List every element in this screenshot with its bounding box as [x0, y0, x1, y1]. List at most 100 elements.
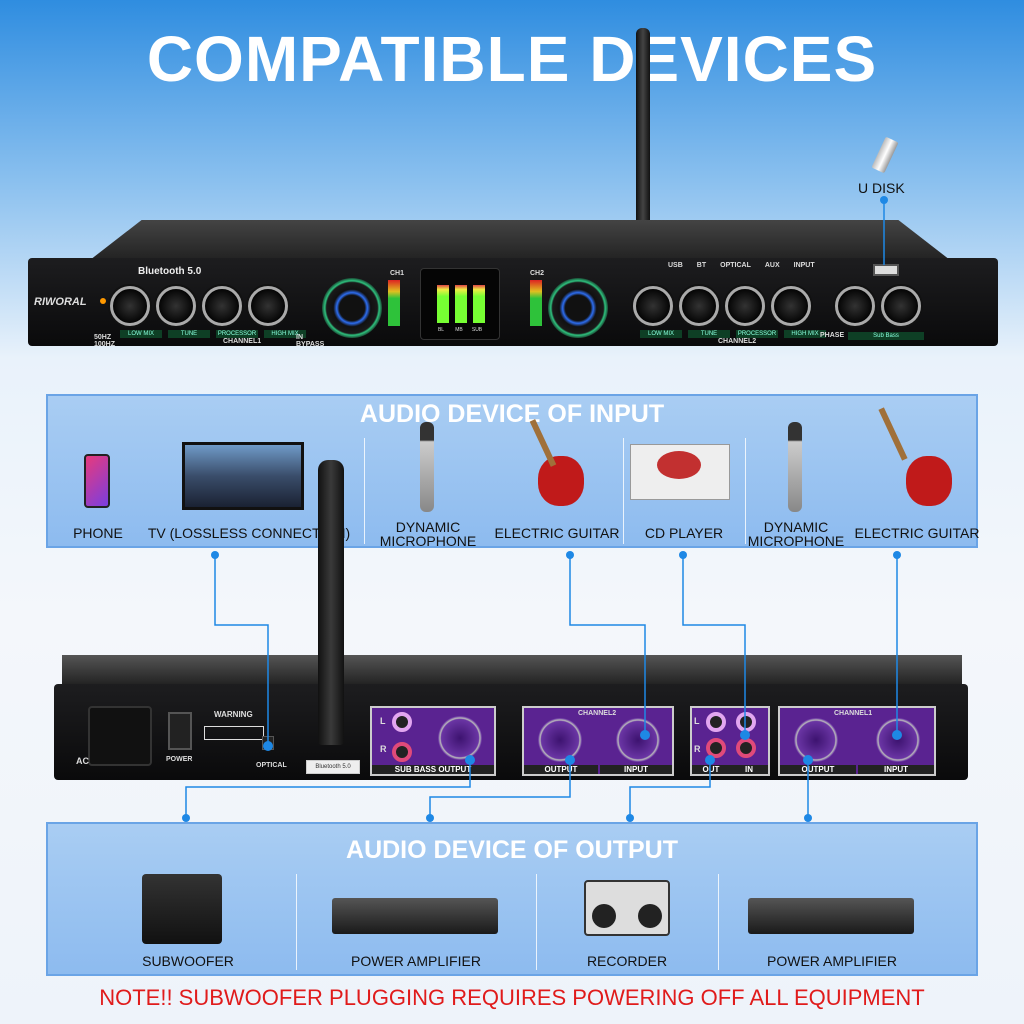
rca-l-port[interactable]: [392, 712, 412, 732]
freq-label: 50HZ 100HZ: [94, 334, 116, 348]
input-button[interactable]: INPUT: [793, 262, 815, 269]
l-label: L: [380, 716, 386, 726]
knob-tune[interactable]: [156, 286, 196, 326]
front-panel: RIWORAL Bluetooth 5.0 LOW MIX TUNE PROCE…: [28, 258, 998, 348]
aux-out-l[interactable]: [706, 712, 726, 732]
power-switch[interactable]: [168, 712, 192, 750]
cd-player-icon: [630, 444, 730, 500]
device-recorder: RECORDER: [586, 953, 668, 969]
sub-bass-output-label: SUB BASS OUTPUT: [372, 765, 494, 774]
input-optical[interactable]: OPTICAL: [720, 262, 751, 269]
power-amplifier-icon: [332, 898, 498, 934]
guitar-icon: [538, 456, 584, 506]
channel2-label: CHANNEL2: [718, 338, 757, 345]
meter-display: BL MB SUB: [420, 268, 500, 340]
input-usb[interactable]: USB: [668, 262, 683, 269]
out-label: OUT: [692, 765, 730, 774]
bypass-label: IN BYPASS: [296, 334, 325, 348]
echo-knob[interactable]: [548, 278, 608, 338]
channel2-panel: CHANNEL2 OUTPUT INPUT: [522, 706, 674, 776]
device-top: [90, 220, 950, 260]
ch2-label: CH2: [530, 270, 545, 277]
label-ch2-processor: PROCESSOR: [736, 330, 778, 338]
antenna: [636, 28, 650, 228]
knob-ch2-processor[interactable]: [725, 286, 765, 326]
meter-sub: SUB: [471, 327, 483, 333]
subbass-label: Sub Bass: [848, 332, 924, 340]
power-amplifier-icon-2: [748, 898, 914, 934]
page-title: COMPATIBLE DEVICES: [146, 23, 878, 95]
output-devices-panel: AUDIO DEVICE OF OUTPUT SUBWOOFER POWER A…: [46, 822, 978, 976]
udisk-label: U DISK: [858, 180, 905, 196]
knob-ch2-high-mix[interactable]: [771, 286, 811, 326]
ch2-input-label: INPUT: [600, 765, 672, 774]
label-processor: PROCESSOR: [216, 330, 258, 338]
line-amp1: [429, 760, 571, 818]
device-top-back: [62, 655, 962, 685]
input-devices-panel: AUDIO DEVICE OF INPUT PHONE TV (LOSSLESS…: [46, 394, 979, 549]
ch2-output-xlr[interactable]: [538, 718, 582, 762]
aux-rca-panel: L R OUT IN: [690, 706, 770, 776]
channel2-back-label: CHANNEL2: [578, 710, 617, 717]
aux-l-label: L: [694, 716, 700, 726]
knob-ch2-low-mix[interactable]: [633, 286, 673, 326]
line-recorder: [629, 760, 711, 818]
rca-r-port[interactable]: [392, 742, 412, 762]
sub-xlr-port[interactable]: [438, 716, 482, 760]
ch2-output-label: OUTPUT: [524, 765, 598, 774]
ac-power-socket[interactable]: [88, 706, 152, 766]
microphone-icon-2: [788, 422, 802, 512]
input-aux[interactable]: AUX: [764, 262, 780, 269]
brand-logo: RIWORAL: [34, 296, 87, 308]
aux-r-label: R: [694, 744, 701, 754]
antenna-back: [318, 460, 344, 745]
ch1-input-xlr[interactable]: [876, 718, 920, 762]
knob-sub-bass[interactable]: [881, 286, 921, 326]
warning-note: NOTE!! SUBWOOFER PLUGGING REQUIRES POWER…: [99, 985, 925, 1010]
knob-processor[interactable]: [202, 286, 242, 326]
label-ch2-tune: TUNE: [688, 330, 730, 338]
usb-port[interactable]: [873, 264, 899, 276]
device-power-amplifier-2: POWER AMPLIFIER: [767, 953, 897, 969]
master-volume-knob[interactable]: [322, 278, 382, 338]
optical-label: OPTICAL: [256, 762, 287, 769]
knob-high-mix[interactable]: [248, 286, 288, 326]
aux-in-l[interactable]: [736, 712, 756, 732]
back-panel: AC POWER WARNING OPTICAL Bluetooth 5.0 L…: [54, 684, 968, 780]
aux-in-r[interactable]: [736, 738, 756, 758]
meter-mb: MB: [455, 327, 463, 333]
device-cd-player: CD PLAYER: [644, 525, 724, 541]
aux-out-r[interactable]: [706, 738, 726, 758]
channel1-panel: CHANNEL1 OUTPUT INPUT: [778, 706, 936, 776]
ch2-input-xlr[interactable]: [616, 718, 660, 762]
line-subwoofer: [185, 760, 471, 818]
label-low-mix: LOW MIX: [120, 330, 162, 338]
in-label: IN: [730, 765, 768, 774]
sub-bass-output-panel: L R SUB BASS OUTPUT: [370, 706, 496, 776]
input-section-title: AUDIO DEVICE OF INPUT: [359, 400, 665, 428]
warning-label: WARNING: [214, 710, 253, 719]
channel1-label: CHANNEL1: [223, 338, 262, 345]
line-guitar-ch2: [569, 555, 646, 735]
bluetooth-label: Bluetooth 5.0: [138, 266, 202, 277]
knob-phase[interactable]: [835, 286, 875, 326]
device-power-amplifier: POWER AMPLIFIER: [351, 953, 481, 969]
warning-sticker: [204, 726, 264, 740]
line-cd-aux: [682, 555, 746, 735]
r-label: R: [380, 744, 387, 754]
ch1-label: CH1: [390, 270, 405, 277]
ch1-output-xlr[interactable]: [794, 718, 838, 762]
knob-ch2-tune[interactable]: [679, 286, 719, 326]
phone-icon: [84, 454, 110, 508]
label-ch2-high-mix: HIGH MIX: [784, 330, 826, 338]
knob-low-mix[interactable]: [110, 286, 150, 326]
power-label: POWER: [166, 756, 193, 763]
ch2-level-meter: [530, 280, 542, 326]
device-microphone-2: DYNAMIC MICROPHONE: [747, 519, 845, 549]
input-bt[interactable]: BT: [696, 262, 707, 269]
label-ch2-low-mix: LOW MIX: [640, 330, 682, 338]
channel1-back-label: CHANNEL1: [834, 710, 873, 717]
device-microphone: DYNAMIC MICROPHONE: [379, 519, 477, 549]
output-section-title: AUDIO DEVICE OF OUTPUT: [346, 836, 678, 864]
